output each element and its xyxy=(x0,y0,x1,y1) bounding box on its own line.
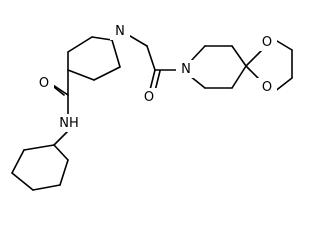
bond xyxy=(93,66,121,81)
atom-amide-nitrogen: NH xyxy=(54,114,84,132)
bond xyxy=(149,69,156,91)
atom-dioxolane-oxygen-top: O xyxy=(257,33,277,51)
atom-label-layer: N O N O O O NH xyxy=(34,22,277,132)
atom-label: O xyxy=(144,90,154,105)
bond xyxy=(91,36,113,41)
bond-layer xyxy=(11,32,293,191)
bond xyxy=(231,45,247,67)
bond xyxy=(245,49,263,67)
atom-label: O xyxy=(262,35,272,50)
bond xyxy=(23,144,55,151)
bond xyxy=(11,149,25,174)
bond xyxy=(67,69,95,81)
atom-amide-oxygen: O xyxy=(34,74,54,92)
bond xyxy=(154,70,161,92)
molecule-structure: N O N O O O NH xyxy=(11,22,293,191)
bond xyxy=(11,172,34,191)
bond xyxy=(189,45,206,63)
bond xyxy=(67,36,93,53)
bond xyxy=(111,39,121,68)
atom-label: N xyxy=(181,62,191,77)
atom-dioxolane-oxygen-bottom: O xyxy=(257,78,277,96)
atom-spiro-nitrogen: N xyxy=(176,60,196,78)
atom-label: O xyxy=(39,76,49,91)
atom-label: N xyxy=(115,24,125,39)
atom-piperidine-nitrogen: N xyxy=(110,22,130,40)
bond xyxy=(231,65,247,89)
atom-ketone-oxygen: O xyxy=(139,88,159,106)
bond xyxy=(53,144,69,161)
bond xyxy=(53,130,69,146)
bond xyxy=(146,45,156,71)
bond xyxy=(59,159,69,186)
bond xyxy=(32,184,61,191)
bond xyxy=(52,84,69,96)
atom-label: O xyxy=(262,80,272,95)
atom-label: NH xyxy=(59,116,79,131)
